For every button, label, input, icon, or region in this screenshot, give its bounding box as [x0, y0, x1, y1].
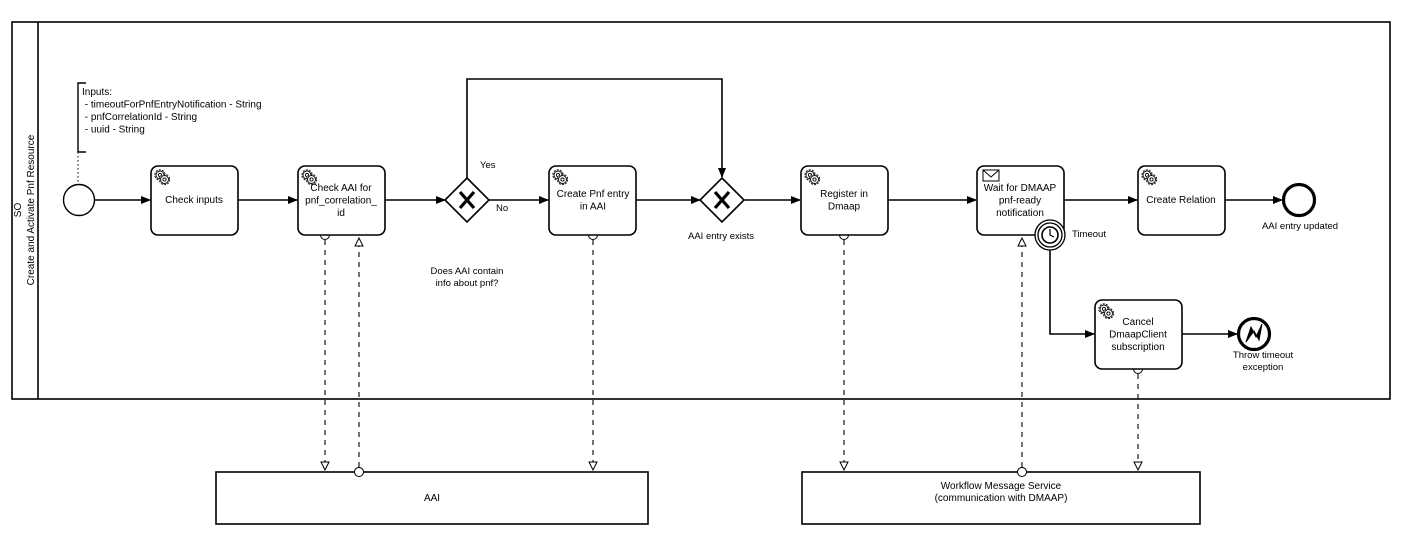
- task-label: Check inputs: [165, 195, 223, 206]
- label-line: subscription: [1111, 342, 1164, 353]
- error-end-event[interactable]: [1236, 316, 1272, 352]
- start-event[interactable]: [62, 183, 96, 217]
- lightning-icon: [1245, 323, 1263, 343]
- merge-label: AAI entry exists: [688, 231, 754, 242]
- task-label: Register in Dmaap: [820, 189, 868, 213]
- task-create-pnf-entry[interactable]: Create Pnf entry in AAI: [548, 165, 637, 236]
- task-label: Create Relation: [1146, 195, 1215, 206]
- label-line: (communication with DMAAP): [935, 493, 1068, 504]
- label-line: exception: [1243, 362, 1284, 373]
- label-line: Wait for DMAAP: [984, 183, 1057, 194]
- task-create-relation[interactable]: Create Relation: [1137, 165, 1226, 236]
- gateway-no-label: No: [496, 203, 508, 214]
- gateway-aai-check[interactable]: [443, 176, 491, 224]
- participant-aai-label: AAI: [424, 493, 440, 504]
- label-line: DmaapClient: [1109, 330, 1167, 341]
- pool-label: SO: [13, 203, 24, 218]
- end-event[interactable]: [1281, 182, 1317, 218]
- task-check-aai[interactable]: Check AAI for pnf_correlation_id: [297, 165, 386, 236]
- label-line: Inputs:: [82, 87, 112, 98]
- inputs-annotation: Inputs: - timeoutForPnfEntryNotification…: [77, 82, 262, 183]
- exclusive-x-icon: [458, 190, 476, 210]
- participant-wms[interactable]: Workflow Message Service(communication w…: [801, 471, 1201, 525]
- label-line: Create Pnf entry: [557, 189, 630, 200]
- label-line: - uuid - String: [82, 125, 145, 136]
- label-line: Check inputs: [165, 195, 223, 206]
- participant-wms-label: Workflow Message Service(communication w…: [935, 481, 1068, 504]
- label-line: pnf_correlation_: [305, 196, 377, 207]
- label-line: Throw timeout: [1233, 350, 1294, 361]
- envelope-icon: [982, 169, 1000, 182]
- label-line: Register in: [820, 189, 868, 200]
- end-event-label: AAI entry updated: [1262, 221, 1338, 232]
- timer-boundary-event[interactable]: [1034, 219, 1066, 251]
- exclusive-x-icon: [713, 190, 731, 210]
- task-label: Create Pnf entry in AAI: [557, 189, 630, 213]
- lane-label: Create and Activate Pnf Resource: [26, 134, 37, 285]
- gateway-yes-label: Yes: [480, 160, 496, 171]
- label-line: in AAI: [580, 202, 606, 213]
- label-line: Does AAI contain: [431, 266, 504, 277]
- label-line: - timeoutForPnfEntryNotification - Strin…: [82, 100, 262, 111]
- label-line: pnf-ready: [999, 196, 1041, 207]
- label-line: info about pnf?: [436, 278, 499, 289]
- clock-icon: [1041, 226, 1059, 244]
- label-line: id: [337, 208, 345, 219]
- label-line: Cancel: [1122, 317, 1153, 328]
- label-line: Create Relation: [1146, 195, 1215, 206]
- sequence-flows: [95, 78, 1283, 338]
- participant-aai[interactable]: AAI: [215, 471, 649, 525]
- pool: SO Create and Activate Pnf Resource: [11, 21, 1391, 400]
- label-line: - pnfCorrelationId - String: [82, 112, 197, 123]
- label-line: notification: [996, 208, 1044, 219]
- task-label: Check AAI for pnf_correlation_id: [305, 183, 377, 219]
- annotation-text: Inputs: - timeoutForPnfEntryNotification…: [82, 87, 262, 136]
- gateway-merge[interactable]: [698, 176, 746, 224]
- label-line: AAI: [424, 493, 440, 504]
- label-line: Workflow Message Service: [941, 481, 1062, 492]
- label-line: Check AAI for: [310, 183, 372, 194]
- task-register-dmaap[interactable]: Register in Dmaap: [800, 165, 889, 236]
- label-line: Dmaap: [828, 202, 861, 213]
- task-check-inputs[interactable]: Check inputs: [150, 165, 239, 236]
- timer-label: Timeout: [1072, 229, 1106, 240]
